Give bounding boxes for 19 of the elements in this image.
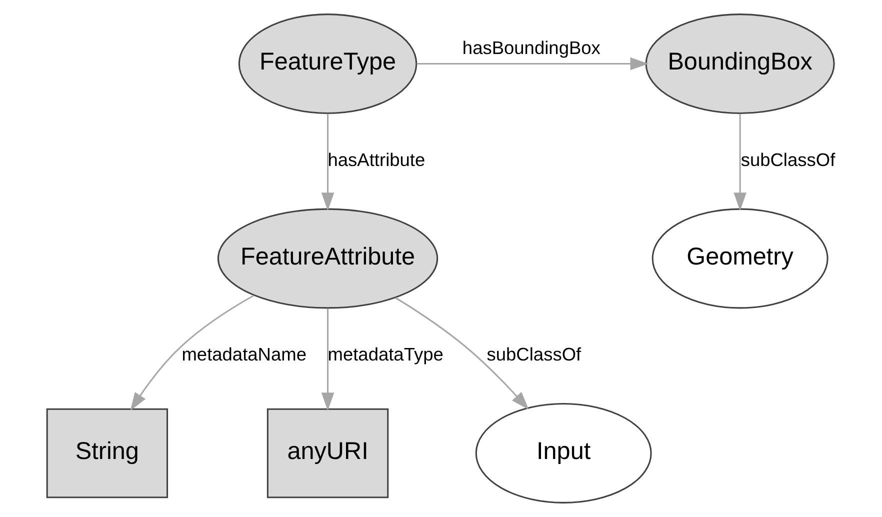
node-ellipse: BoundingBox: [644, 14, 834, 114]
arrow: [320, 308, 334, 411]
arrow: [416, 57, 648, 70]
edge-label: subClassOf: [740, 148, 835, 170]
arrow: [320, 114, 334, 211]
node-ellipse: FeatureAttribute: [216, 208, 438, 309]
node-ellipse: FeatureType: [238, 14, 417, 114]
node-ellipse: Input: [474, 403, 652, 504]
edge-label: metadataName: [181, 344, 306, 365]
arrow: [394, 297, 528, 410]
edge-label: hasBoundingBox: [462, 37, 600, 58]
node-ellipse: Geometry: [651, 208, 828, 309]
node-box: anyURI: [266, 408, 388, 498]
edge-label: metadataType: [327, 344, 443, 365]
arrow: [733, 114, 746, 211]
edge-label: hasAttribute: [327, 148, 425, 170]
edge-label: subClassOf: [486, 344, 581, 365]
node-box: String: [46, 408, 168, 498]
arrow: [130, 294, 254, 411]
